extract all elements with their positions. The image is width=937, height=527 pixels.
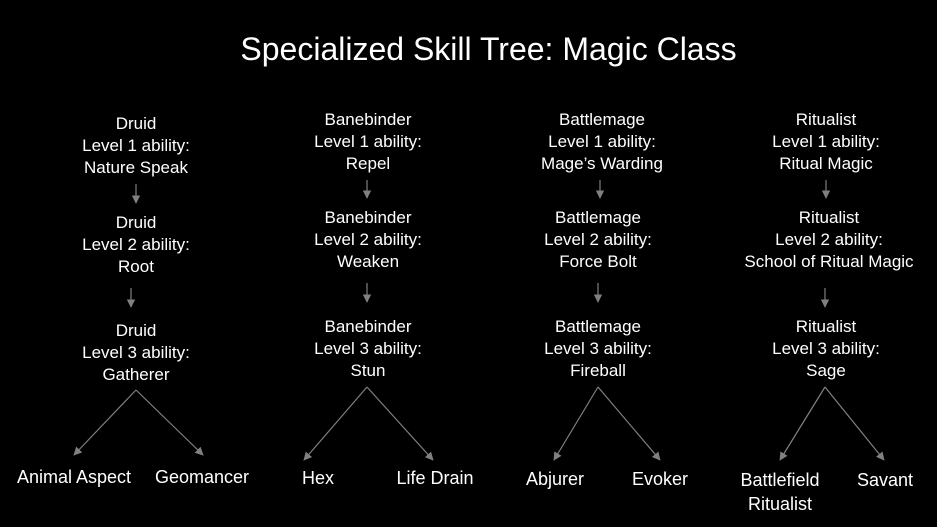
battlemage-level-3-node: Battlemage Level 3 ability: Fireball [493,316,703,382]
level-label: Level 3 ability: [544,339,652,358]
branch-abjurer: Abjurer [525,469,585,489]
level-label: Level 2 ability: [82,235,190,254]
battlemage-level-1-node: Battlemage Level 1 ability: Mage’s Wardi… [497,109,707,175]
class-name: Ritualist [798,208,860,227]
ritualist-level-3-node: Ritualist Level 3 ability: Sage [721,316,931,382]
class-name: Battlemage [555,208,641,227]
level-label: Level 2 ability: [775,230,883,249]
druid-level-1-node: Druid Level 1 ability: Nature Speak [31,113,241,179]
branch-battlefield-ritualist: Battlefield Ritualist [740,470,820,514]
class-name: Ritualist [795,317,857,336]
level-label: Level 3 ability: [314,339,422,358]
branch-ritualist-right [824,386,885,461]
banebinder-level-1-node: Banebinder Level 1 ability: Repel [263,109,473,175]
ability-name: Nature Speak [84,158,188,177]
level-label: Level 1 ability: [772,132,880,151]
level-label: Level 1 ability: [548,132,656,151]
class-name: Druid [115,114,157,133]
ability-name: Ritual Magic [779,154,873,173]
class-name: Banebinder [324,110,412,129]
class-name: Battlemage [555,317,641,336]
level-label: Level 3 ability: [772,339,880,358]
class-name: Druid [115,321,157,340]
branch-druid-left [73,389,137,456]
ability-name: Gatherer [102,365,170,384]
class-name: Druid [115,213,157,232]
class-name: Ritualist [795,110,857,129]
branch-battlemage-left [553,386,599,461]
branch-evoker: Evoker [631,469,689,489]
ability-name: Fireball [570,361,626,380]
ability-name: Mage’s Warding [541,154,663,173]
slide-title: Specialized Skill Tree: Magic Class [240,31,737,67]
level-label: Level 2 ability: [544,230,652,249]
branch-ritualist-left [779,386,826,461]
level-label: Level 2 ability: [314,230,422,249]
ritualist-level-2-node: Ritualist Level 2 ability: School of Rit… [724,207,934,273]
branch-druid-right [135,389,204,456]
ability-name: Weaken [336,252,400,271]
banebinder-level-2-node: Banebinder Level 2 ability: Weaken [263,207,473,273]
level-label: Level 1 ability: [82,136,190,155]
ability-name: Repel [345,154,391,173]
ability-name: Force Bolt [559,252,637,271]
ritualist-level-1-node: Ritualist Level 1 ability: Ritual Magic [721,109,931,175]
ability-name: Stun [350,361,386,380]
class-name: Banebinder [324,317,412,336]
branch-hex: Hex [301,468,334,488]
battlemage-level-2-node: Battlemage Level 2 ability: Force Bolt [493,207,703,273]
ability-name: Root [118,257,154,276]
branch-geomancer: Geomancer [154,467,250,487]
level-label: Level 3 ability: [82,343,190,362]
druid-level-2-node: Druid Level 2 ability: Root [31,212,241,278]
ability-name: School of Ritual Magic [744,252,914,271]
banebinder-level-3-node: Banebinder Level 3 ability: Stun [263,316,473,382]
branch-animal-aspect: Animal Aspect [16,467,132,487]
druid-level-3-node: Druid Level 3 ability: Gatherer [31,320,241,386]
branch-battlemage-right [597,386,661,461]
branch-banebinder-left [303,386,368,461]
class-name: Banebinder [324,208,412,227]
branch-savant: Savant [856,470,914,490]
class-name: Battlemage [559,110,645,129]
ability-name: Sage [806,361,846,380]
branch-banebinder-right [366,386,434,461]
level-label: Level 1 ability: [314,132,422,151]
branch-life-drain: Life Drain [396,468,474,488]
